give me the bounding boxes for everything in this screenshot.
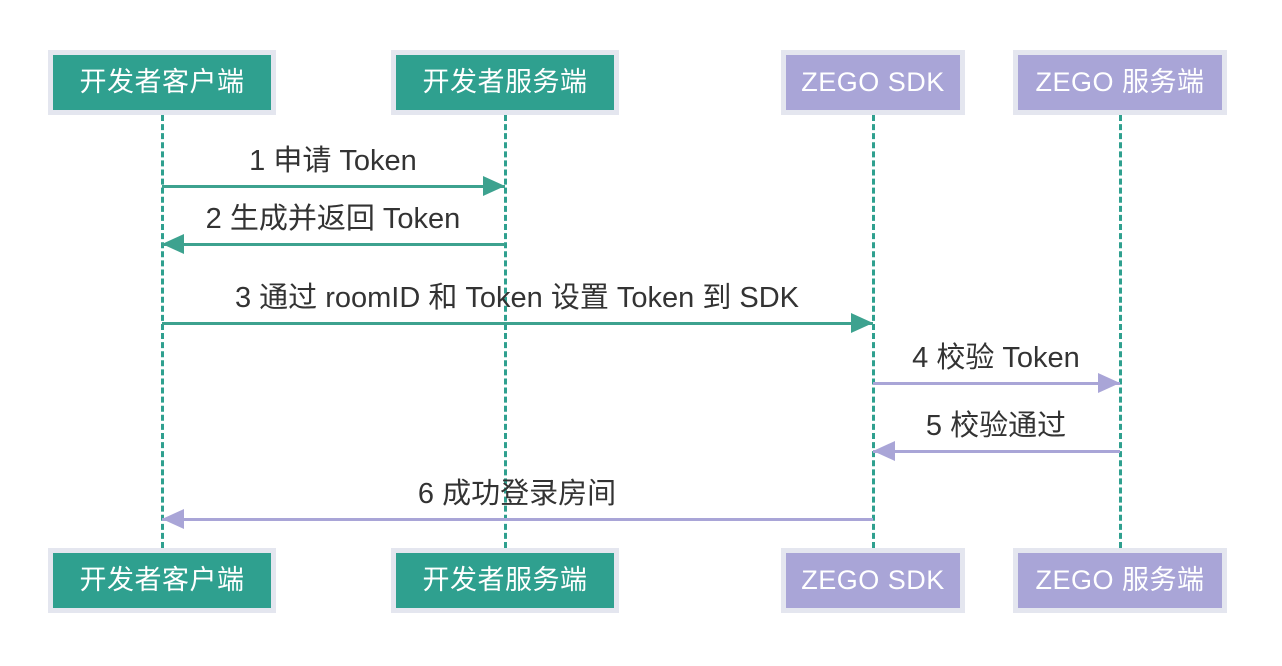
message-1-line — [162, 185, 505, 188]
participant-label: 开发者客户端 — [79, 67, 245, 97]
participant-bottom-zego-sdk[interactable]: ZEGO SDK — [781, 548, 965, 613]
message-4-line — [873, 382, 1120, 385]
participant-label: ZEGO SDK — [801, 565, 945, 595]
message-6-arrowhead-left — [162, 509, 184, 529]
message-2-arrowhead-left — [162, 234, 184, 254]
participant-label: ZEGO SDK — [801, 67, 945, 97]
message-2-line — [162, 243, 505, 246]
message-2-label: 2 生成并返回 Token — [205, 203, 461, 235]
participant-label: 开发者服务端 — [422, 67, 588, 97]
lifeline-dev-client — [161, 115, 164, 548]
message-1-arrowhead-right — [483, 176, 505, 196]
message-4-arrowhead-right — [1098, 373, 1120, 393]
message-5-line — [873, 450, 1120, 453]
lifeline-zego-sdk — [872, 115, 875, 548]
message-6-label: 6 成功登录房间 — [417, 478, 617, 510]
message-1-label: 1 申请 Token — [249, 145, 417, 177]
lifeline-dev-server — [504, 115, 507, 548]
participant-bottom-dev-client[interactable]: 开发者客户端 — [48, 548, 276, 613]
message-3-label: 3 通过 roomID 和 Token 设置 Token 到 SDK — [234, 282, 800, 314]
message-3-arrowhead-right — [851, 313, 873, 333]
message-4-label: 4 校验 Token — [912, 342, 1080, 374]
lifeline-zego-server — [1119, 115, 1122, 548]
message-3-line — [162, 322, 873, 325]
participant-bottom-dev-server[interactable]: 开发者服务端 — [391, 548, 619, 613]
message-6-line — [162, 518, 873, 521]
participant-bottom-zego-server[interactable]: ZEGO 服务端 — [1013, 548, 1227, 613]
message-5-arrowhead-left — [873, 441, 895, 461]
participant-top-dev-server[interactable]: 开发者服务端 — [391, 50, 619, 115]
participant-label: 开发者客户端 — [79, 565, 245, 595]
message-5-label: 5 校验通过 — [925, 410, 1067, 442]
participant-label: ZEGO 服务端 — [1035, 67, 1205, 97]
participant-label: ZEGO 服务端 — [1035, 565, 1205, 595]
participant-top-zego-sdk[interactable]: ZEGO SDK — [781, 50, 965, 115]
participant-label: 开发者服务端 — [422, 565, 588, 595]
participant-top-zego-server[interactable]: ZEGO 服务端 — [1013, 50, 1227, 115]
participant-top-dev-client[interactable]: 开发者客户端 — [48, 50, 276, 115]
